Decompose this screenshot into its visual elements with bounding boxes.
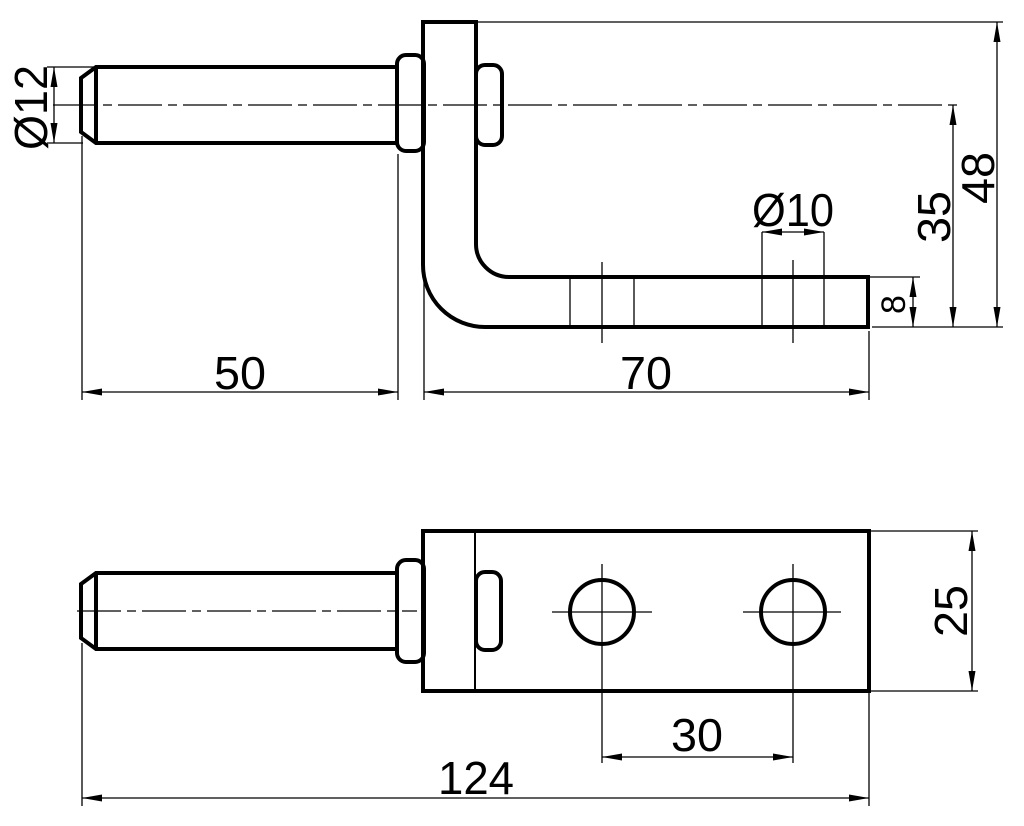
plate-outline xyxy=(421,529,871,693)
side-view-dimension-labels: Ø12 50 70 Ø10 8 35 48 xyxy=(5,65,1004,399)
arrowhead xyxy=(762,228,782,236)
side-view-dimension-lines xyxy=(50,22,1001,396)
plan-view-extension-lines xyxy=(81,530,978,806)
arrowhead xyxy=(949,105,957,125)
plate-thickness-label: 8 xyxy=(875,295,913,314)
plan-view: 30 25 124 xyxy=(77,529,978,806)
collar-right xyxy=(474,570,503,652)
arrowhead xyxy=(378,388,398,396)
side-view-outline xyxy=(79,20,870,329)
plate-width-label: 25 xyxy=(925,585,977,637)
collar-left xyxy=(395,53,426,153)
plan-view-centerlines xyxy=(77,564,841,763)
hole-projection-lines xyxy=(569,232,825,343)
arrowhead xyxy=(909,307,917,327)
arrowhead xyxy=(50,123,58,143)
angle-plate-outline xyxy=(421,20,870,329)
height-to-axis-label: 35 xyxy=(908,191,960,243)
pin-length-label: 50 xyxy=(214,347,266,399)
arrowhead xyxy=(82,794,102,802)
arrowhead xyxy=(993,22,1001,42)
pin-diameter-label: Ø12 xyxy=(5,65,57,150)
arrowhead xyxy=(773,753,793,761)
arrowhead xyxy=(424,388,444,396)
arrowhead xyxy=(804,228,824,236)
hole-diameter-label: Ø10 xyxy=(752,184,834,236)
hole-spacing-label: 30 xyxy=(671,709,723,761)
arrowhead xyxy=(949,307,957,327)
arrowhead xyxy=(602,753,622,761)
arrowhead xyxy=(50,67,58,87)
arrowhead xyxy=(849,388,869,396)
arrowhead xyxy=(849,794,869,802)
plan-view-dimension-lines xyxy=(82,531,976,802)
plan-view-dimension-labels: 30 25 124 xyxy=(438,585,977,804)
arrowhead xyxy=(968,531,976,551)
arrowhead xyxy=(993,307,1001,327)
leg-length-label: 70 xyxy=(620,347,672,399)
arrowhead xyxy=(82,388,102,396)
arrowhead xyxy=(968,671,976,691)
side-view-extension-lines xyxy=(47,21,1003,400)
overall-length-label: 124 xyxy=(438,752,514,804)
side-view: Ø12 50 70 Ø10 8 35 48 xyxy=(5,20,1004,400)
arrowhead xyxy=(909,277,917,297)
overall-height-label: 48 xyxy=(952,152,1004,204)
